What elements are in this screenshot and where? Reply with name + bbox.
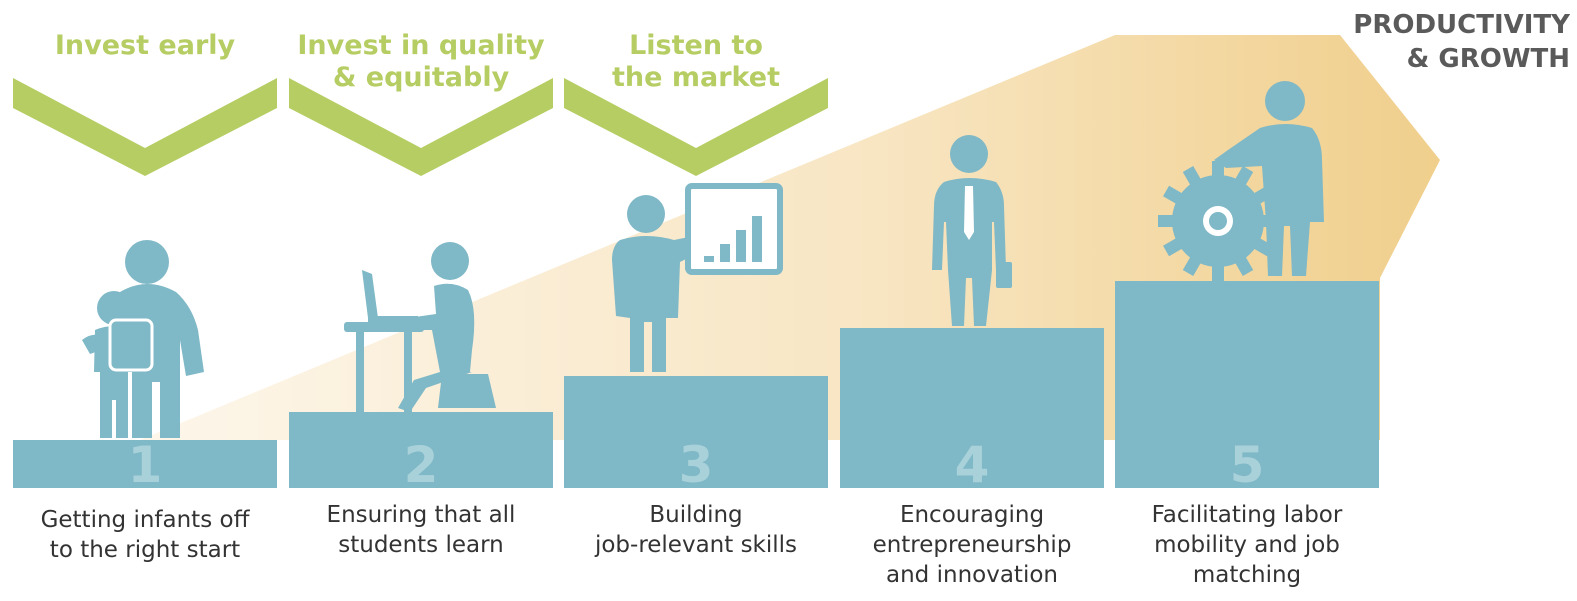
step-number-2: 2 [403,436,439,494]
chevron-down-icon [13,78,277,176]
businessman-briefcase-icon [932,135,1012,326]
step-number-3: 3 [678,436,714,494]
step-number-5: 5 [1229,436,1265,494]
step-block-2 [289,412,553,488]
step-number-4: 4 [954,436,990,494]
step-block-5 [1115,281,1379,488]
step-description-3: Building job-relevant skills [594,502,798,558]
chevron-down-icon [564,78,828,176]
chevron-down-icon [289,78,553,176]
parent-child-tablet-icon [82,240,204,438]
principle-label-3: Listen to the market [612,30,780,93]
step-block-4 [840,328,1104,488]
step-description-1: Getting infants off to the right start [40,507,250,563]
presenter-chart-icon [612,183,783,372]
step-number-1: 1 [127,436,163,494]
gear-icon [1158,161,1278,281]
student-laptop-icon [344,242,496,412]
step-description-4: Encouraging entrepreneurship and innovat… [872,502,1072,588]
principle-label-1: Invest early [54,30,236,61]
principle-label-2: Invest in quality & equitably [297,30,545,93]
step-description-5: Facilitating labor mobility and job matc… [1151,502,1343,588]
step-block-1 [13,440,277,488]
step-block-3 [564,376,828,488]
goal-label: PRODUCTIVITY & GROWTH [1353,10,1570,74]
step-description-2: Ensuring that all students learn [326,502,516,558]
worker-gear-icon [1158,81,1324,281]
